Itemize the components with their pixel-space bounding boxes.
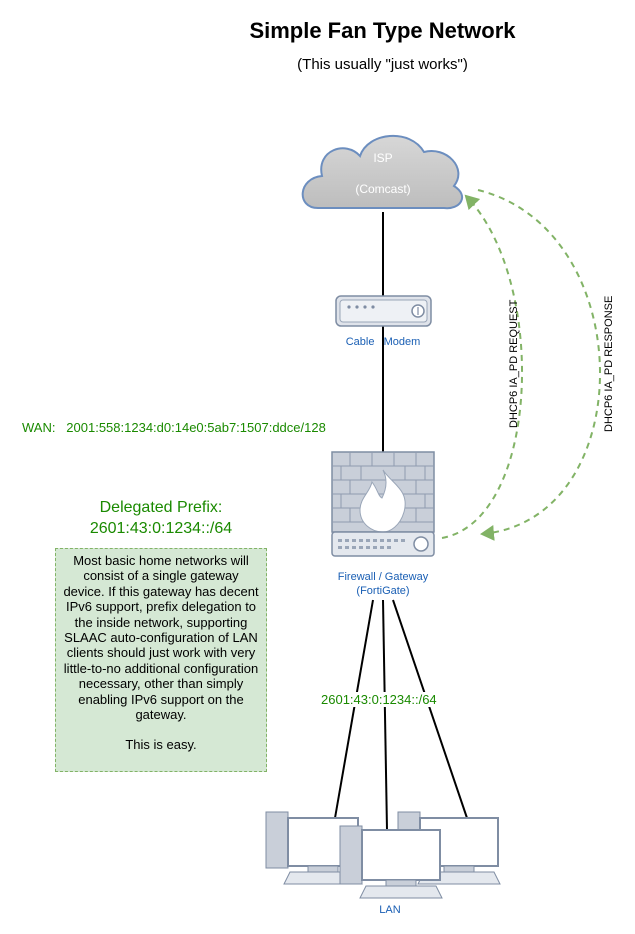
lan-prefix-label: 2601:43:0:1234::/64: [318, 692, 440, 707]
delegated-prefix-value: 2601:43:0:1234::/64: [89, 520, 233, 537]
delegated-prefix-title: Delegated Prefix:: [99, 499, 223, 516]
note-footer: This is easy.: [125, 737, 197, 753]
diagram-title: Simple Fan Type Network: [249, 18, 516, 43]
note-body: Most basic home networks will consist of…: [63, 553, 259, 723]
lan-computers-icon: [265, 811, 501, 899]
firewall-lan-link-center: [382, 599, 388, 831]
explanation-note: Most basic home networks will consist of…: [55, 548, 267, 772]
isp-cloud-icon: [301, 135, 464, 210]
cable-modem-icon: [335, 295, 432, 327]
isp-name-label: ISP: [373, 151, 393, 165]
lan-label: LAN: [379, 904, 401, 916]
dhcp-response-arrow: [477, 189, 601, 541]
dhcp-response-label: DHCP6 IA_PD RESPONSE: [603, 295, 615, 432]
dhcp-request-label: DHCP6 IA_PD REQUEST: [508, 299, 520, 428]
firewall-icon: [331, 451, 435, 557]
wan-address-label: WAN: 2001:558:1234:d0:14e0:5ab7:1507:ddc…: [22, 420, 326, 435]
firewall-label-line2: (FortiGate): [356, 585, 410, 597]
modem-label: Cable Modem: [345, 336, 421, 348]
firewall-label-line1: Firewall / Gateway: [337, 571, 429, 583]
isp-provider-label: (Comcast): [355, 182, 411, 196]
diagram-subtitle: (This usually "just works"): [297, 56, 468, 73]
dhcp-request-arrow: [441, 194, 524, 539]
firewall-lan-link-left: [334, 599, 374, 819]
firewall-lan-link-right: [392, 599, 468, 819]
